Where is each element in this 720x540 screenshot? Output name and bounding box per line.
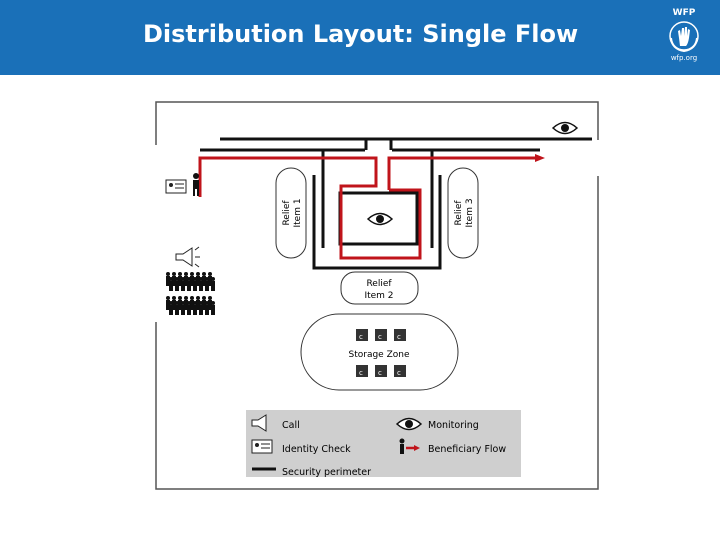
crowd-icon — [166, 272, 215, 291]
svg-text:c: c — [359, 369, 363, 377]
site-boundary — [155, 101, 599, 490]
relief-item-3-label-line2: Item 3 — [465, 198, 475, 227]
relief-item-2-label-line2: Item 2 — [364, 291, 393, 301]
relief-item-3-label-line1: Relief — [454, 200, 464, 226]
wfp-logo-icon — [669, 21, 699, 53]
svg-text:c: c — [397, 369, 401, 377]
relief-item-3-area — [447, 167, 479, 259]
legend-box — [246, 410, 521, 477]
megaphone-icon — [251, 414, 267, 432]
person-icon — [193, 173, 199, 196]
svg-text:c: c — [378, 333, 382, 341]
security-perimeter — [200, 137, 592, 270]
person-icon — [399, 438, 405, 454]
relief-item-2-label-line1: Relief — [366, 279, 392, 289]
relief-item-1-label-line1: Relief — [282, 200, 292, 226]
svg-text:c: c — [359, 333, 363, 341]
storage-zone-area — [300, 313, 459, 391]
legend-identity-check: Identity Check — [282, 444, 351, 455]
header-bar: Distribution Layout: Single Flow WFP wfp… — [0, 0, 720, 75]
monitoring-eye-icon — [551, 121, 579, 135]
beneficiary-flow-path — [198, 156, 538, 260]
relief-item-2-area — [340, 271, 419, 305]
logo-wordmark: WFP — [672, 8, 696, 18]
legend-monitoring: Monitoring — [428, 420, 479, 431]
food-bag-icon — [356, 329, 406, 377]
legend-beneficiary-flow: Beneficiary Flow — [428, 444, 506, 455]
legend-call: Call — [282, 420, 300, 431]
identity-card-icon — [165, 179, 187, 194]
monitoring-eye-icon — [366, 212, 394, 226]
logo-url: wfp.org — [670, 54, 698, 62]
identity-card-icon — [251, 439, 273, 454]
svg-text:c: c — [378, 369, 382, 377]
relief-item-1-area — [275, 167, 307, 259]
monitoring-eye-icon — [395, 417, 423, 431]
flow-arrow-head — [535, 154, 545, 162]
relief-item-1-label-line2: Item 1 — [293, 198, 303, 227]
legend-security-perimeter: Security perimeter — [282, 467, 371, 478]
megaphone-icon — [175, 246, 200, 268]
svg-text:c: c — [397, 333, 401, 341]
crowd-icon — [166, 296, 215, 315]
page-title: Distribution Layout: Single Flow — [143, 20, 579, 48]
storage-zone-label: Storage Zone — [349, 350, 410, 360]
flow-arrow-head — [414, 445, 420, 451]
